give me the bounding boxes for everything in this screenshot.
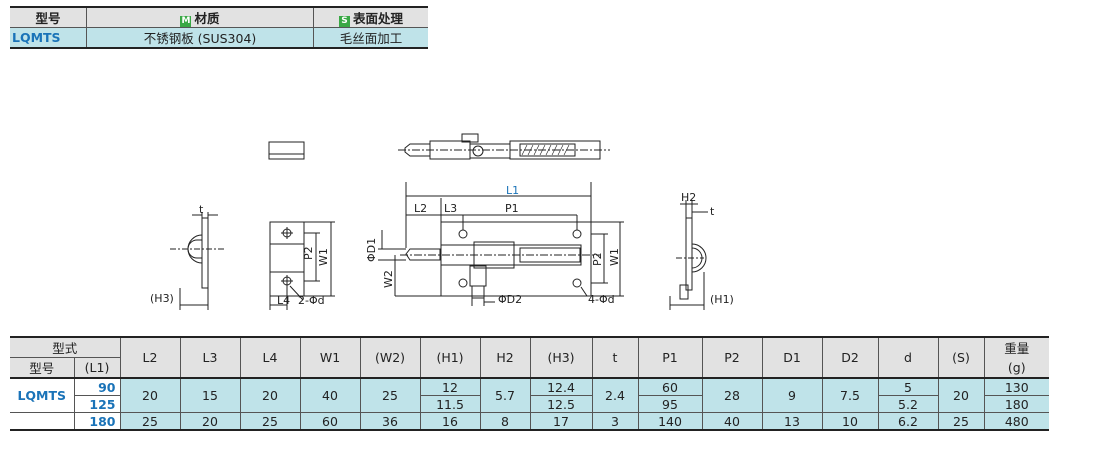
col-w2: (W2) — [359, 336, 421, 379]
label-w1-main: W1 — [608, 248, 621, 266]
header-model: 型号 — [10, 357, 75, 379]
front-plate-view — [269, 221, 335, 310]
cell-180-p2: 40 — [701, 412, 763, 431]
label-2phid: 2-Φd — [298, 294, 325, 307]
right-side-view — [669, 200, 708, 310]
cell-180-s: 25 — [937, 412, 985, 431]
cell-d-125: 5.2 — [877, 395, 939, 413]
label-t-right: t — [710, 205, 715, 218]
cell-180-d2: 10 — [821, 412, 879, 431]
label-phid2: ΦD2 — [498, 293, 522, 306]
label-p2-main: P2 — [591, 252, 604, 266]
label-h2: H2 — [681, 191, 696, 204]
label-l3: L3 — [444, 202, 457, 215]
label-l4: L4 — [277, 294, 290, 307]
cell-h2-group: 5.7 — [479, 377, 531, 413]
header-length: (L1) — [73, 357, 121, 379]
cell-weight-90: 130 — [983, 377, 1049, 396]
label-h1: (H1) — [710, 293, 734, 306]
cell-180-h2: 8 — [479, 412, 531, 431]
cell-h3-90: 12.4 — [529, 377, 593, 396]
label-p1: P1 — [505, 202, 519, 215]
cell-180-l3: 20 — [179, 412, 241, 431]
cell-180-w1: 60 — [299, 412, 361, 431]
cell-180-p1: 140 — [637, 412, 703, 431]
len-90: 90 — [73, 377, 121, 396]
label-l2: L2 — [414, 202, 427, 215]
cell-h1-90: 12 — [419, 377, 481, 396]
col-d: d — [877, 336, 939, 379]
col-h3: (H3) — [529, 336, 593, 379]
label-w1-left: W1 — [317, 248, 330, 266]
cell-d-90: 5 — [877, 377, 939, 396]
technical-drawing: t (H3) P2 W1 L4 2-Φd L1 L2 L3 P1 ΦD1 W2 … — [150, 133, 734, 310]
label-l1: L1 — [506, 184, 519, 197]
left-side-view — [170, 212, 225, 310]
col-h1: (H1) — [419, 336, 481, 379]
cell-180-d: 6.2 — [877, 412, 939, 431]
label-h3: (H3) — [150, 292, 174, 305]
dimension-table: 型式 L2 L3 L4 W1 (W2) (H1) H2 (H3) t P1 P2… — [10, 336, 1049, 431]
row-model: LQMTS — [10, 377, 75, 413]
cell-l3-group: 15 — [179, 377, 241, 413]
label-phid1: ΦD1 — [365, 238, 378, 262]
col-weight: 重量 — [983, 336, 1049, 358]
material-row-model: LQMTS — [10, 27, 87, 49]
label-w2: W2 — [382, 270, 395, 288]
material-row-material: 不锈钢板 (SUS304) — [86, 27, 314, 49]
main-front-view — [378, 182, 624, 306]
len-125: 125 — [73, 395, 121, 413]
material-badge: M — [180, 16, 192, 27]
cell-180-l2: 25 — [119, 412, 181, 431]
cell-weight-125: 180 — [983, 395, 1049, 413]
col-p1: P1 — [637, 336, 703, 379]
label-t-left: t — [199, 203, 204, 216]
cell-180-weight: 480 — [983, 412, 1049, 431]
cell-l4-group: 20 — [239, 377, 301, 413]
cell-180-l4: 25 — [239, 412, 301, 431]
len-180: 180 — [73, 412, 121, 431]
col-l3: L3 — [179, 336, 241, 379]
cell-d2-group: 7.5 — [821, 377, 879, 413]
cell-p1-125: 95 — [637, 395, 703, 413]
label-p2-left: P2 — [302, 246, 315, 260]
label-4phid: 4-Φd — [588, 293, 615, 306]
col-d1: D1 — [761, 336, 823, 379]
cell-180-t: 3 — [591, 412, 639, 431]
cell-p2-group: 28 — [701, 377, 763, 413]
cell-h1-125: 11.5 — [419, 395, 481, 413]
cell-180-h1: 16 — [419, 412, 481, 431]
cell-d1-group: 9 — [761, 377, 823, 413]
header-type: 型式 — [10, 336, 121, 358]
cell-t-group: 2.4 — [591, 377, 639, 413]
cell-l2-group: 20 — [119, 377, 181, 413]
col-t: t — [591, 336, 639, 379]
cell-180-d1: 13 — [761, 412, 823, 431]
cell-w2-group: 25 — [359, 377, 421, 413]
cell-p1-90: 60 — [637, 377, 703, 396]
cell-s-group: 20 — [937, 377, 985, 413]
cell-h3-125: 12.5 — [529, 395, 593, 413]
row-180-model-blank — [10, 412, 75, 431]
col-p2: P2 — [701, 336, 763, 379]
row-180: 180 25 20 25 60 36 16 8 17 3 140 40 13 1… — [10, 412, 1049, 431]
col-w1: W1 — [299, 336, 361, 379]
top-view-bolt — [398, 133, 610, 160]
col-l4: L4 — [239, 336, 301, 379]
surface-badge: S — [338, 16, 350, 27]
col-d2: D2 — [821, 336, 879, 379]
col-weight-unit: (g) — [983, 357, 1049, 379]
cell-w1-group: 40 — [299, 377, 361, 413]
cell-180-h3: 17 — [529, 412, 593, 431]
cell-180-w2: 36 — [359, 412, 421, 431]
material-row-surface: 毛丝面加工 — [313, 27, 428, 49]
col-l2: L2 — [119, 336, 181, 379]
col-h2: H2 — [479, 336, 531, 379]
col-s: (S) — [937, 336, 985, 379]
header-model: 型号 — [10, 6, 87, 28]
top-view-block — [268, 141, 305, 160]
